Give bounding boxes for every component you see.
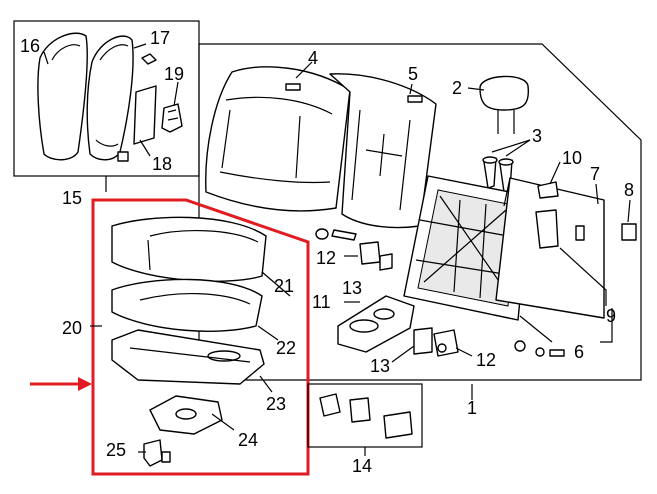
part-3-headrest-guides bbox=[482, 156, 514, 193]
part-2-headrest bbox=[479, 75, 530, 134]
callout-17: 17 bbox=[150, 28, 170, 48]
callout-labels: 16 17 19 18 15 4 5 2 3 10 7 8 9 6 12 13 … bbox=[20, 28, 634, 476]
callout-11: 11 bbox=[312, 292, 331, 312]
callout-12-upper: 12 bbox=[316, 248, 336, 268]
callout-20: 20 bbox=[62, 318, 82, 338]
callout-19: 19 bbox=[164, 64, 184, 84]
part-16-side-bolster bbox=[37, 32, 88, 161]
part-24-bracket bbox=[149, 395, 223, 435]
callout-13-upper: 13 bbox=[342, 278, 362, 298]
part-9-hinge bbox=[535, 209, 559, 249]
part-14-brackets bbox=[319, 393, 413, 439]
part-7-rear-panel bbox=[495, 177, 605, 319]
part-4-seatback-pad bbox=[205, 66, 351, 212]
callout-5: 5 bbox=[408, 64, 418, 84]
callout-16: 16 bbox=[20, 36, 40, 56]
callout-23: 23 bbox=[266, 394, 286, 414]
callout-14: 14 bbox=[352, 456, 372, 476]
leader-lines bbox=[43, 43, 631, 456]
part-21-cushion-cover bbox=[111, 216, 267, 282]
callout-13-lower: 13 bbox=[370, 356, 390, 376]
part-12-bolt-upper bbox=[315, 228, 357, 241]
part-13-bracket-lower bbox=[413, 327, 433, 355]
callout-3: 3 bbox=[532, 126, 542, 146]
part-25-hook bbox=[143, 439, 171, 467]
part-5-seatback-pad bbox=[329, 73, 437, 229]
callout-18: 18 bbox=[152, 154, 172, 174]
part-11-armrest bbox=[337, 295, 415, 353]
part-17-bolster-trim bbox=[86, 35, 157, 161]
part-13-bracket-upper bbox=[359, 241, 393, 271]
part-12-bolt-lower bbox=[433, 329, 459, 357]
callout-24: 24 bbox=[238, 430, 258, 450]
callout-25: 25 bbox=[106, 440, 126, 460]
seat-cushion-highlight-box bbox=[91, 198, 310, 476]
part-18-panel bbox=[117, 85, 157, 162]
callout-21: 21 bbox=[274, 276, 294, 296]
callout-6: 6 bbox=[574, 342, 584, 362]
callout-15: 15 bbox=[62, 188, 82, 208]
callout-4: 4 bbox=[308, 48, 318, 68]
callout-7: 7 bbox=[590, 164, 600, 184]
callout-9: 9 bbox=[606, 306, 616, 326]
highlight-arrow bbox=[30, 377, 92, 391]
callout-12-lower: 12 bbox=[476, 350, 496, 370]
callout-22: 22 bbox=[276, 338, 296, 358]
part-22-cushion-pad bbox=[111, 278, 263, 332]
part-23-cushion-frame bbox=[111, 329, 265, 385]
part-19-latch bbox=[161, 103, 183, 133]
part-8-clip bbox=[621, 223, 637, 241]
callout-10: 10 bbox=[562, 148, 582, 168]
part-10-latch bbox=[537, 181, 559, 199]
callout-1: 1 bbox=[467, 398, 477, 418]
callout-8: 8 bbox=[624, 180, 634, 200]
callout-2: 2 bbox=[452, 78, 462, 98]
